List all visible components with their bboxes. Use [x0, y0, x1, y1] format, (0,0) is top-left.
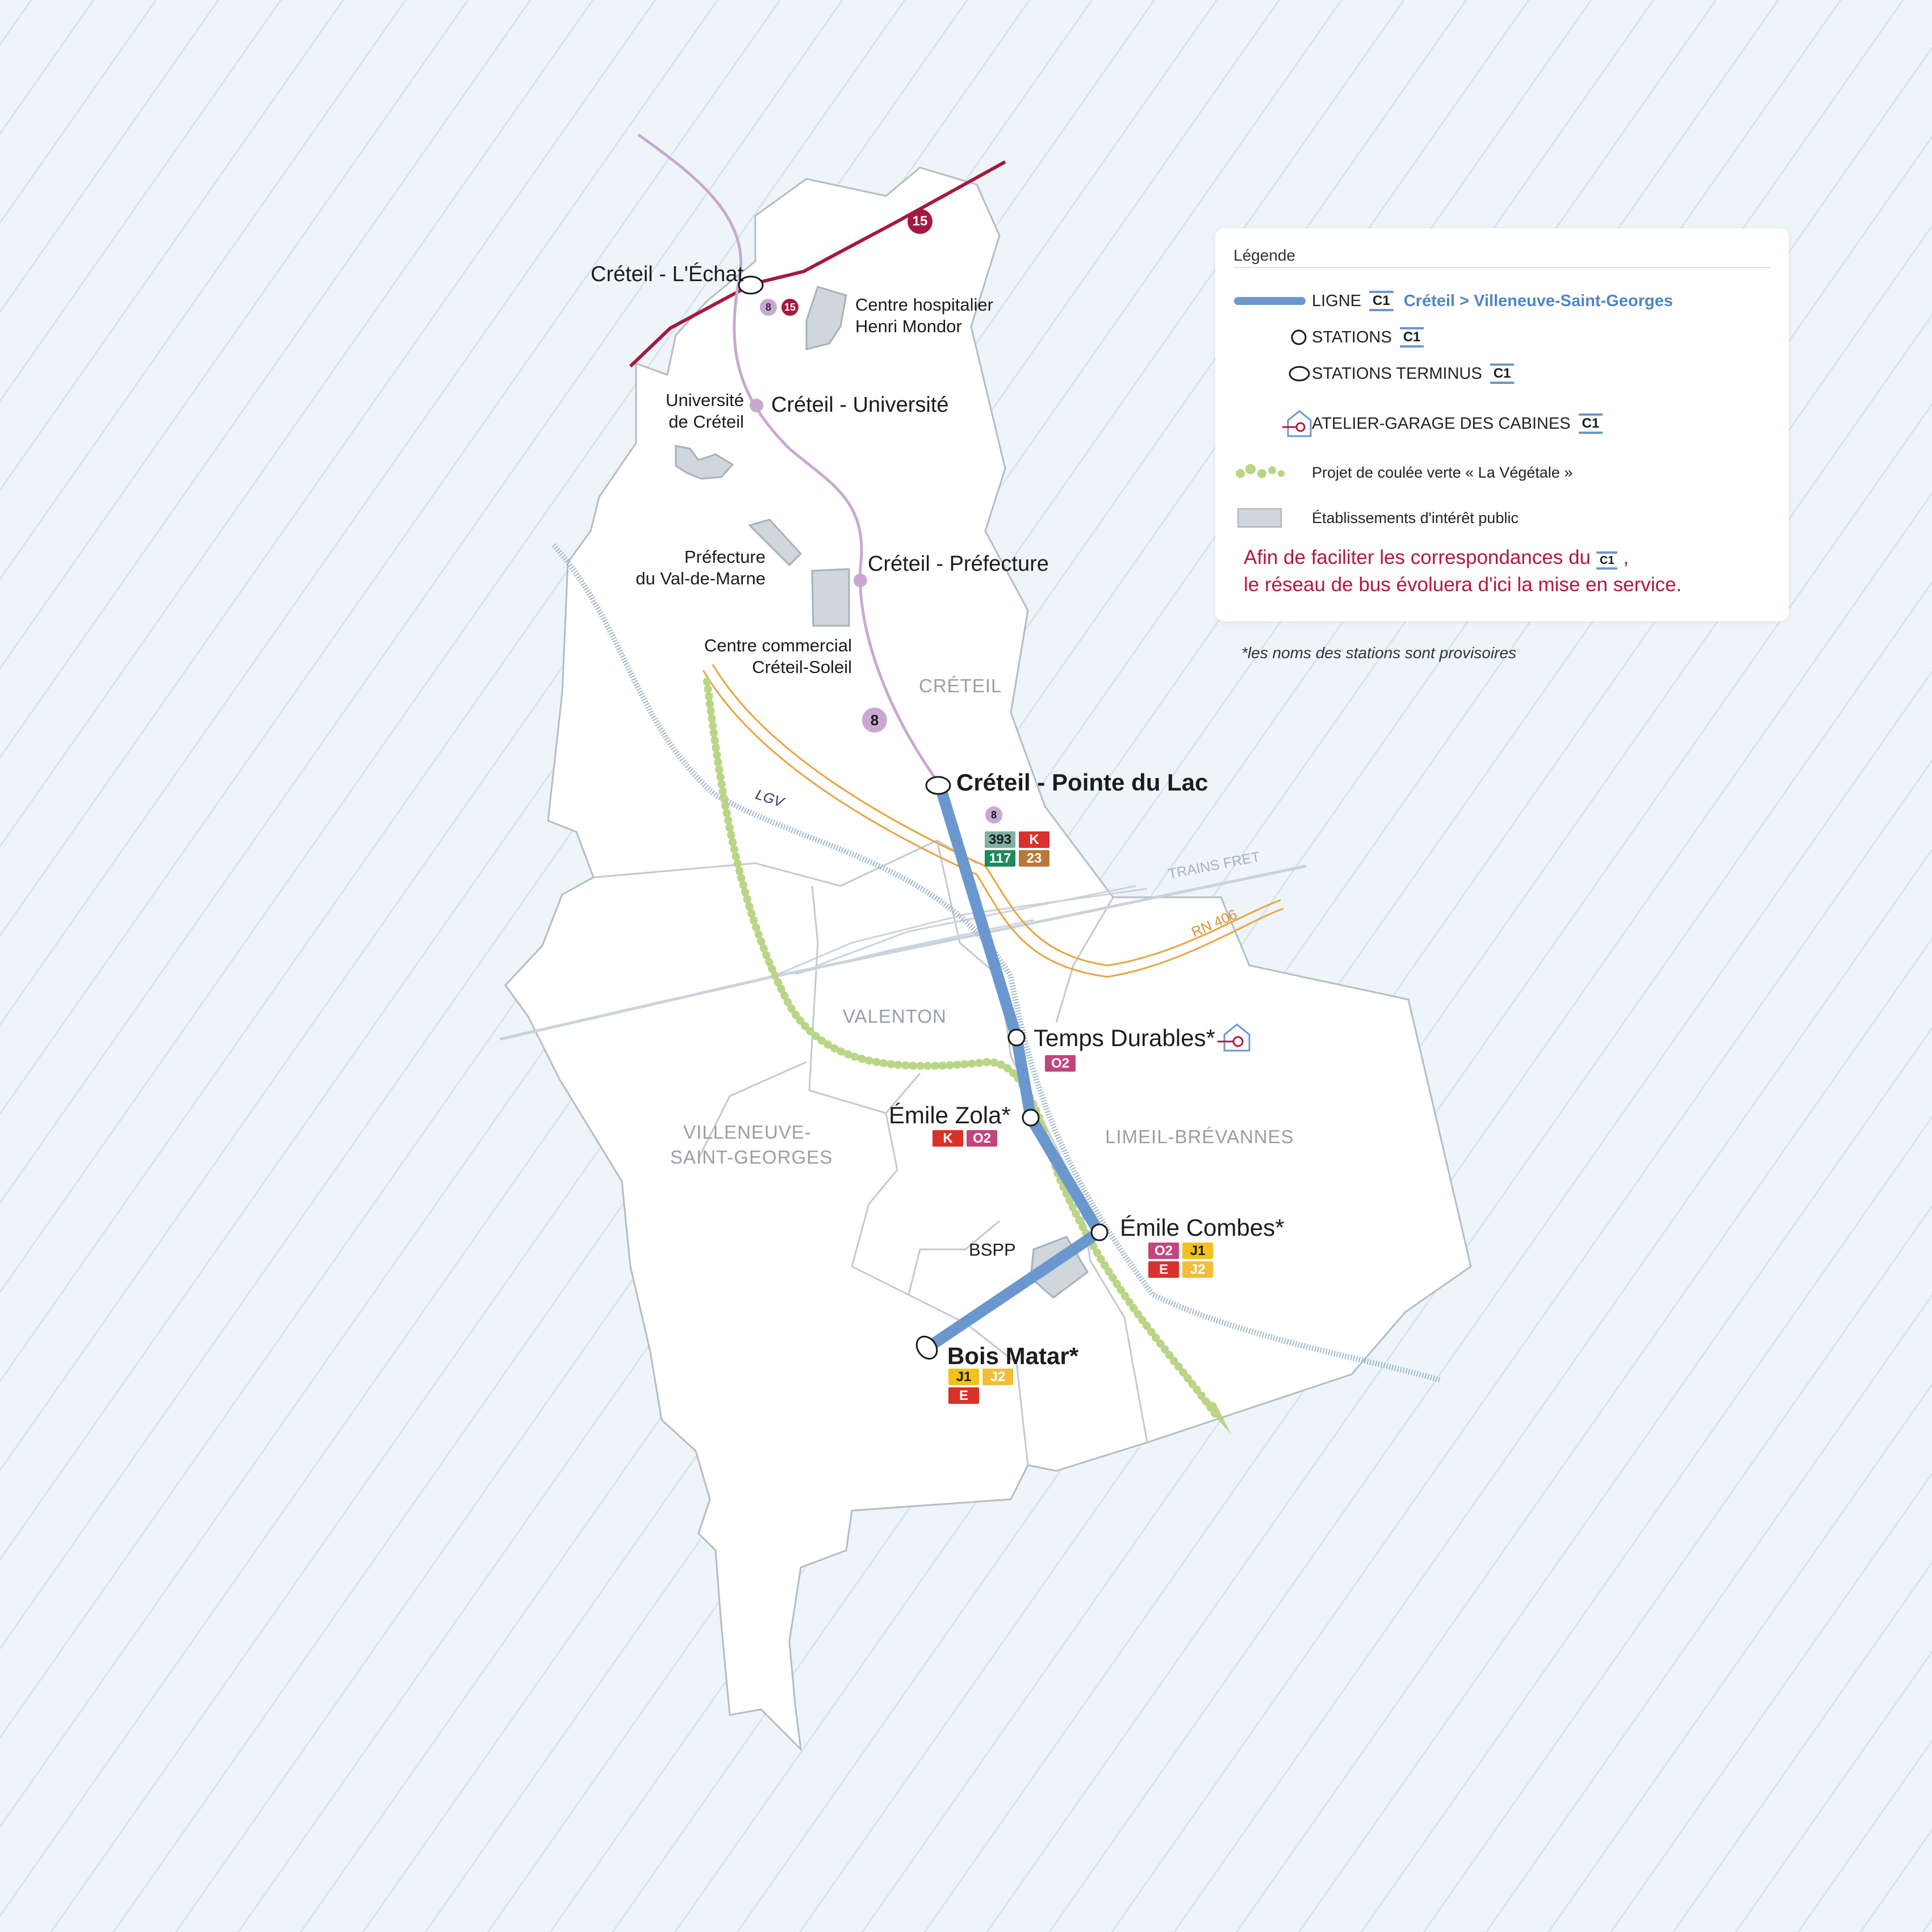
- public-buildings: [675, 286, 1089, 1299]
- bus-line-badge: 23: [1019, 850, 1049, 867]
- green-corridor-arrow: [1199, 1398, 1231, 1435]
- green-corridor: [703, 678, 1219, 1418]
- legend-ligne-label: LIGNE: [1312, 291, 1362, 310]
- station-echat-marker: [738, 275, 764, 295]
- bus-line-badge: J2: [982, 1369, 1013, 1385]
- commune-limeil-label: LIMEIL-BRÉVANNES: [1105, 1126, 1294, 1147]
- bus-line-badge: E: [1148, 1261, 1179, 1278]
- bus-line-badge: E: [948, 1387, 979, 1404]
- station-circle-icon: [1291, 329, 1307, 345]
- place-hopital-label: Centre hospitalier Henri Mondor: [855, 295, 993, 336]
- bus-line-badge: O2: [1148, 1243, 1179, 1259]
- metro-15-chip-line: 15: [908, 209, 932, 234]
- line-swatch-icon: [1234, 297, 1306, 305]
- freight-rail: [499, 864, 1307, 1041]
- c1-badge: C1: [1490, 363, 1515, 384]
- bus-line-badge: K: [932, 1130, 963, 1147]
- commune-boundaries: [593, 839, 1148, 1466]
- commune-villeneuve-label: VILLENEUVE- SAINT-GEORGES: [670, 1122, 833, 1168]
- legend-divider: [1233, 267, 1771, 268]
- legend-terminus-label: STATIONS TERMINUS: [1312, 364, 1482, 383]
- legend-bus-note: Afin de faciliter les correspondances du…: [1244, 546, 1682, 596]
- legend-panel: Légende LIGNE C1 Créteil > Villeneuve-Sa…: [1215, 228, 1789, 621]
- metro-station-prefecture-label: Créteil - Préfecture: [868, 552, 1049, 576]
- bus-line-badge: O2: [1045, 1055, 1076, 1072]
- road-rn406: [702, 664, 1284, 978]
- c1-badge: C1: [1369, 291, 1394, 311]
- legend-route: Créteil > Villeneuve-Saint-Georges: [1403, 291, 1673, 310]
- bus-line-badge: K: [1019, 831, 1049, 848]
- legend-stations-label: STATIONS: [1312, 328, 1392, 346]
- place-centre-commercial-label: Centre commercial Créteil-Soleil: [704, 635, 852, 677]
- bus-line-badge: J2: [1182, 1261, 1213, 1278]
- bus-line-badge: 393: [985, 831, 1015, 848]
- legend-row-stations: STATIONS C1: [1233, 323, 1424, 352]
- building-swatch-icon: [1237, 508, 1282, 528]
- station-temps-durables-label: Temps Durables*: [1034, 1024, 1215, 1051]
- legend-coulee-label: Projet de coulée verte « La Végétale »: [1312, 463, 1573, 481]
- legend-row-terminus: STATIONS TERMINUS C1: [1233, 359, 1515, 388]
- metro-8-chip-echat: 8: [760, 299, 777, 316]
- building-centre-commercial: [811, 568, 850, 627]
- green-dots-icon: [1236, 464, 1285, 478]
- building-prefecture: [748, 518, 802, 567]
- garage-icon: [1282, 410, 1312, 437]
- legend-row-etablissements: Établissements d'intérêt public: [1233, 503, 1519, 533]
- legend-atelier-label: ATELIER-GARAGE DES CABINES: [1312, 414, 1571, 433]
- legend-row-coulee: Projet de coulée verte « La Végétale »: [1233, 458, 1573, 487]
- terminus-oval-icon: [1289, 366, 1310, 382]
- bus-line-badge: J1: [1182, 1243, 1213, 1259]
- metro-15-chip-echat: 15: [781, 299, 798, 316]
- station-universite-marker: [750, 399, 763, 412]
- metro-8-chip-pointe-du-lac: 8: [985, 806, 1002, 823]
- bus-line-badge: 117: [985, 850, 1015, 867]
- place-universite-label: Université de Créteil: [666, 390, 744, 432]
- place-bspp-label: BSPP: [969, 1240, 1016, 1260]
- station-emile-combes-marker: [1090, 1223, 1109, 1241]
- station-bois-matar-marker: [915, 1336, 938, 1360]
- bus-lines-temps-durables: O2: [1045, 1055, 1110, 1072]
- c1-badge: C1: [1596, 551, 1618, 570]
- commune-creteil-label: CRÉTEIL: [919, 675, 1002, 696]
- legend-note-line1: Afin de faciliter les correspondances du: [1244, 546, 1591, 568]
- legend-title: Légende: [1233, 246, 1296, 264]
- legend-row-ligne: LIGNE C1 Créteil > Villeneuve-Saint-Geor…: [1233, 286, 1673, 316]
- bus-line-badge: J1: [948, 1369, 979, 1385]
- building-hopital: [805, 286, 847, 350]
- legend-etablissements-label: Établissements d'intérêt public: [1312, 509, 1519, 526]
- station-pointe-du-lac-label: Créteil - Pointe du Lac: [956, 769, 1208, 796]
- c1-badge: C1: [1399, 327, 1424, 348]
- metro-station-universite-label: Créteil - Université: [771, 393, 949, 417]
- commune-valenton-label: VALENTON: [843, 1006, 947, 1027]
- legend-note-line2: le réseau de bus évoluera d'ici la mise …: [1244, 574, 1682, 596]
- metro-8-chip-line: 8: [862, 708, 887, 733]
- station-prefecture-marker: [854, 574, 867, 587]
- station-emile-zola-marker: [1022, 1109, 1040, 1127]
- c1-badge: C1: [1578, 413, 1603, 434]
- place-prefecture-label: Préfecture du Val-de-Marne: [635, 547, 766, 588]
- metro-station-echat-label: Créteil - L'Échat: [591, 262, 744, 286]
- metro-line-8: [637, 133, 942, 786]
- bus-line-badge: O2: [967, 1130, 997, 1147]
- station-emile-combes-label: Émile Combes*: [1120, 1214, 1285, 1241]
- legend-row-atelier: ATELIER-GARAGE DES CABINES C1: [1233, 409, 1603, 438]
- footnote: *les noms des stations sont provisoires: [1241, 644, 1516, 662]
- station-pointe-du-lac-marker: [925, 776, 951, 795]
- station-bois-matar-label: Bois Matar*: [947, 1343, 1079, 1369]
- garage-icon: [1218, 1023, 1251, 1052]
- station-emile-zola-label: Émile Zola*: [889, 1102, 1011, 1128]
- building-universite: [675, 445, 734, 480]
- station-temps-durables-marker: [1007, 1028, 1026, 1047]
